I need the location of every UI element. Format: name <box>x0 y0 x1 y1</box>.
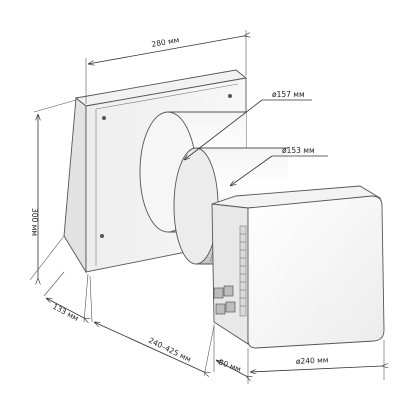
dim-unit-depth-label: 80 мм <box>217 357 242 373</box>
dim-pipe-length-label: 240–425 мм <box>147 336 192 364</box>
dim-height-left-label: 300 мм <box>30 208 39 236</box>
screw-top-left <box>102 116 106 120</box>
dim-pipe-inner-label: ø153 мм <box>282 146 315 155</box>
dim-pipe-inner: ø153 мм <box>230 146 328 186</box>
side-vent-ribs <box>239 225 247 317</box>
control-switches <box>213 285 236 315</box>
screw-top-right <box>228 94 232 98</box>
dim-height-left: 300 мм <box>29 99 77 280</box>
dim-unit-width-label: ø240 мм <box>296 355 329 366</box>
dim-pipe-length: 240–425 мм <box>89 275 215 376</box>
dim-depth-plate-label: 133 мм <box>51 302 80 323</box>
indoor-unit <box>211 185 385 349</box>
dim-pipe-outer-label: ø157 мм <box>272 90 305 99</box>
dim-pipe-outer: ø157 мм <box>184 90 312 160</box>
front-panel <box>247 195 385 349</box>
dim-unit-width: ø240 мм <box>250 340 384 380</box>
dim-width-top-label: 280 мм <box>151 35 180 49</box>
screw-bottom-left <box>100 234 104 238</box>
dim-depth-plate: 133 мм <box>43 271 88 323</box>
